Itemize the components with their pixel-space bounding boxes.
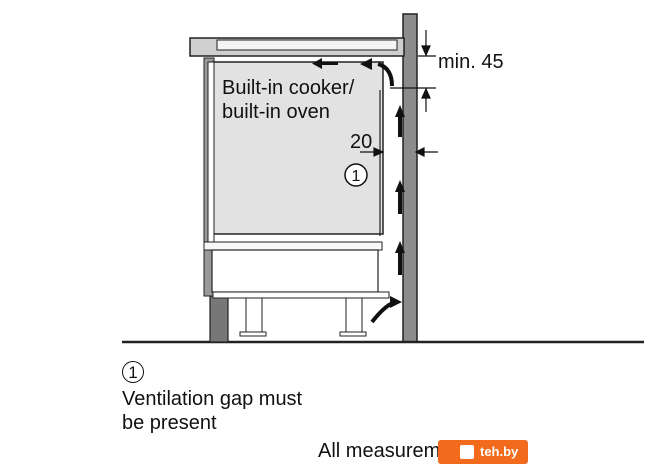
side-gap-label: 20 <box>350 131 372 153</box>
curved-arrow-icon <box>377 62 394 87</box>
leg-right-foot <box>339 331 367 337</box>
ventilation-arrows <box>312 58 405 324</box>
leg-left <box>245 297 263 333</box>
appliance-label-line1: Built-in cooker/ <box>222 77 355 99</box>
watermark-text: teh.by <box>480 444 519 459</box>
arrow-up-icon <box>395 241 405 275</box>
legend-line2: be present <box>122 412 217 434</box>
oven-body <box>212 61 384 235</box>
wall <box>402 13 418 343</box>
hob <box>216 39 398 51</box>
footer-note: All measurem <box>318 440 441 462</box>
watermark: teh.by <box>438 440 528 464</box>
arrow-left-icon <box>312 58 322 69</box>
arrow-up-icon <box>395 180 405 214</box>
appliance-label-line2: built-in oven <box>222 101 330 123</box>
leg-left-foot <box>239 331 267 337</box>
legend: 1 Ventilation gap must be present <box>122 360 302 435</box>
watermark-logo-icon <box>460 445 474 459</box>
arrow-up-icon <box>395 105 405 137</box>
drawer-top <box>203 241 383 251</box>
legend-line1: Ventilation gap must <box>122 388 303 410</box>
oven-door-edge <box>207 61 215 243</box>
callout-circle <box>344 163 368 187</box>
base-board <box>212 291 390 299</box>
leg-right <box>345 297 363 333</box>
dimension-20 <box>360 147 438 157</box>
cabinet-plinth-left <box>209 295 229 343</box>
arrow-head-icon <box>360 58 372 70</box>
min-gap-label: min. 45 <box>438 51 504 73</box>
arrow-head-icon <box>390 296 402 308</box>
legend-number: 1 <box>122 361 144 383</box>
callout-number: 1 <box>352 168 361 185</box>
dimension-min45 <box>390 30 436 112</box>
arrow-left-shaft <box>322 62 338 65</box>
drawer <box>211 249 379 293</box>
